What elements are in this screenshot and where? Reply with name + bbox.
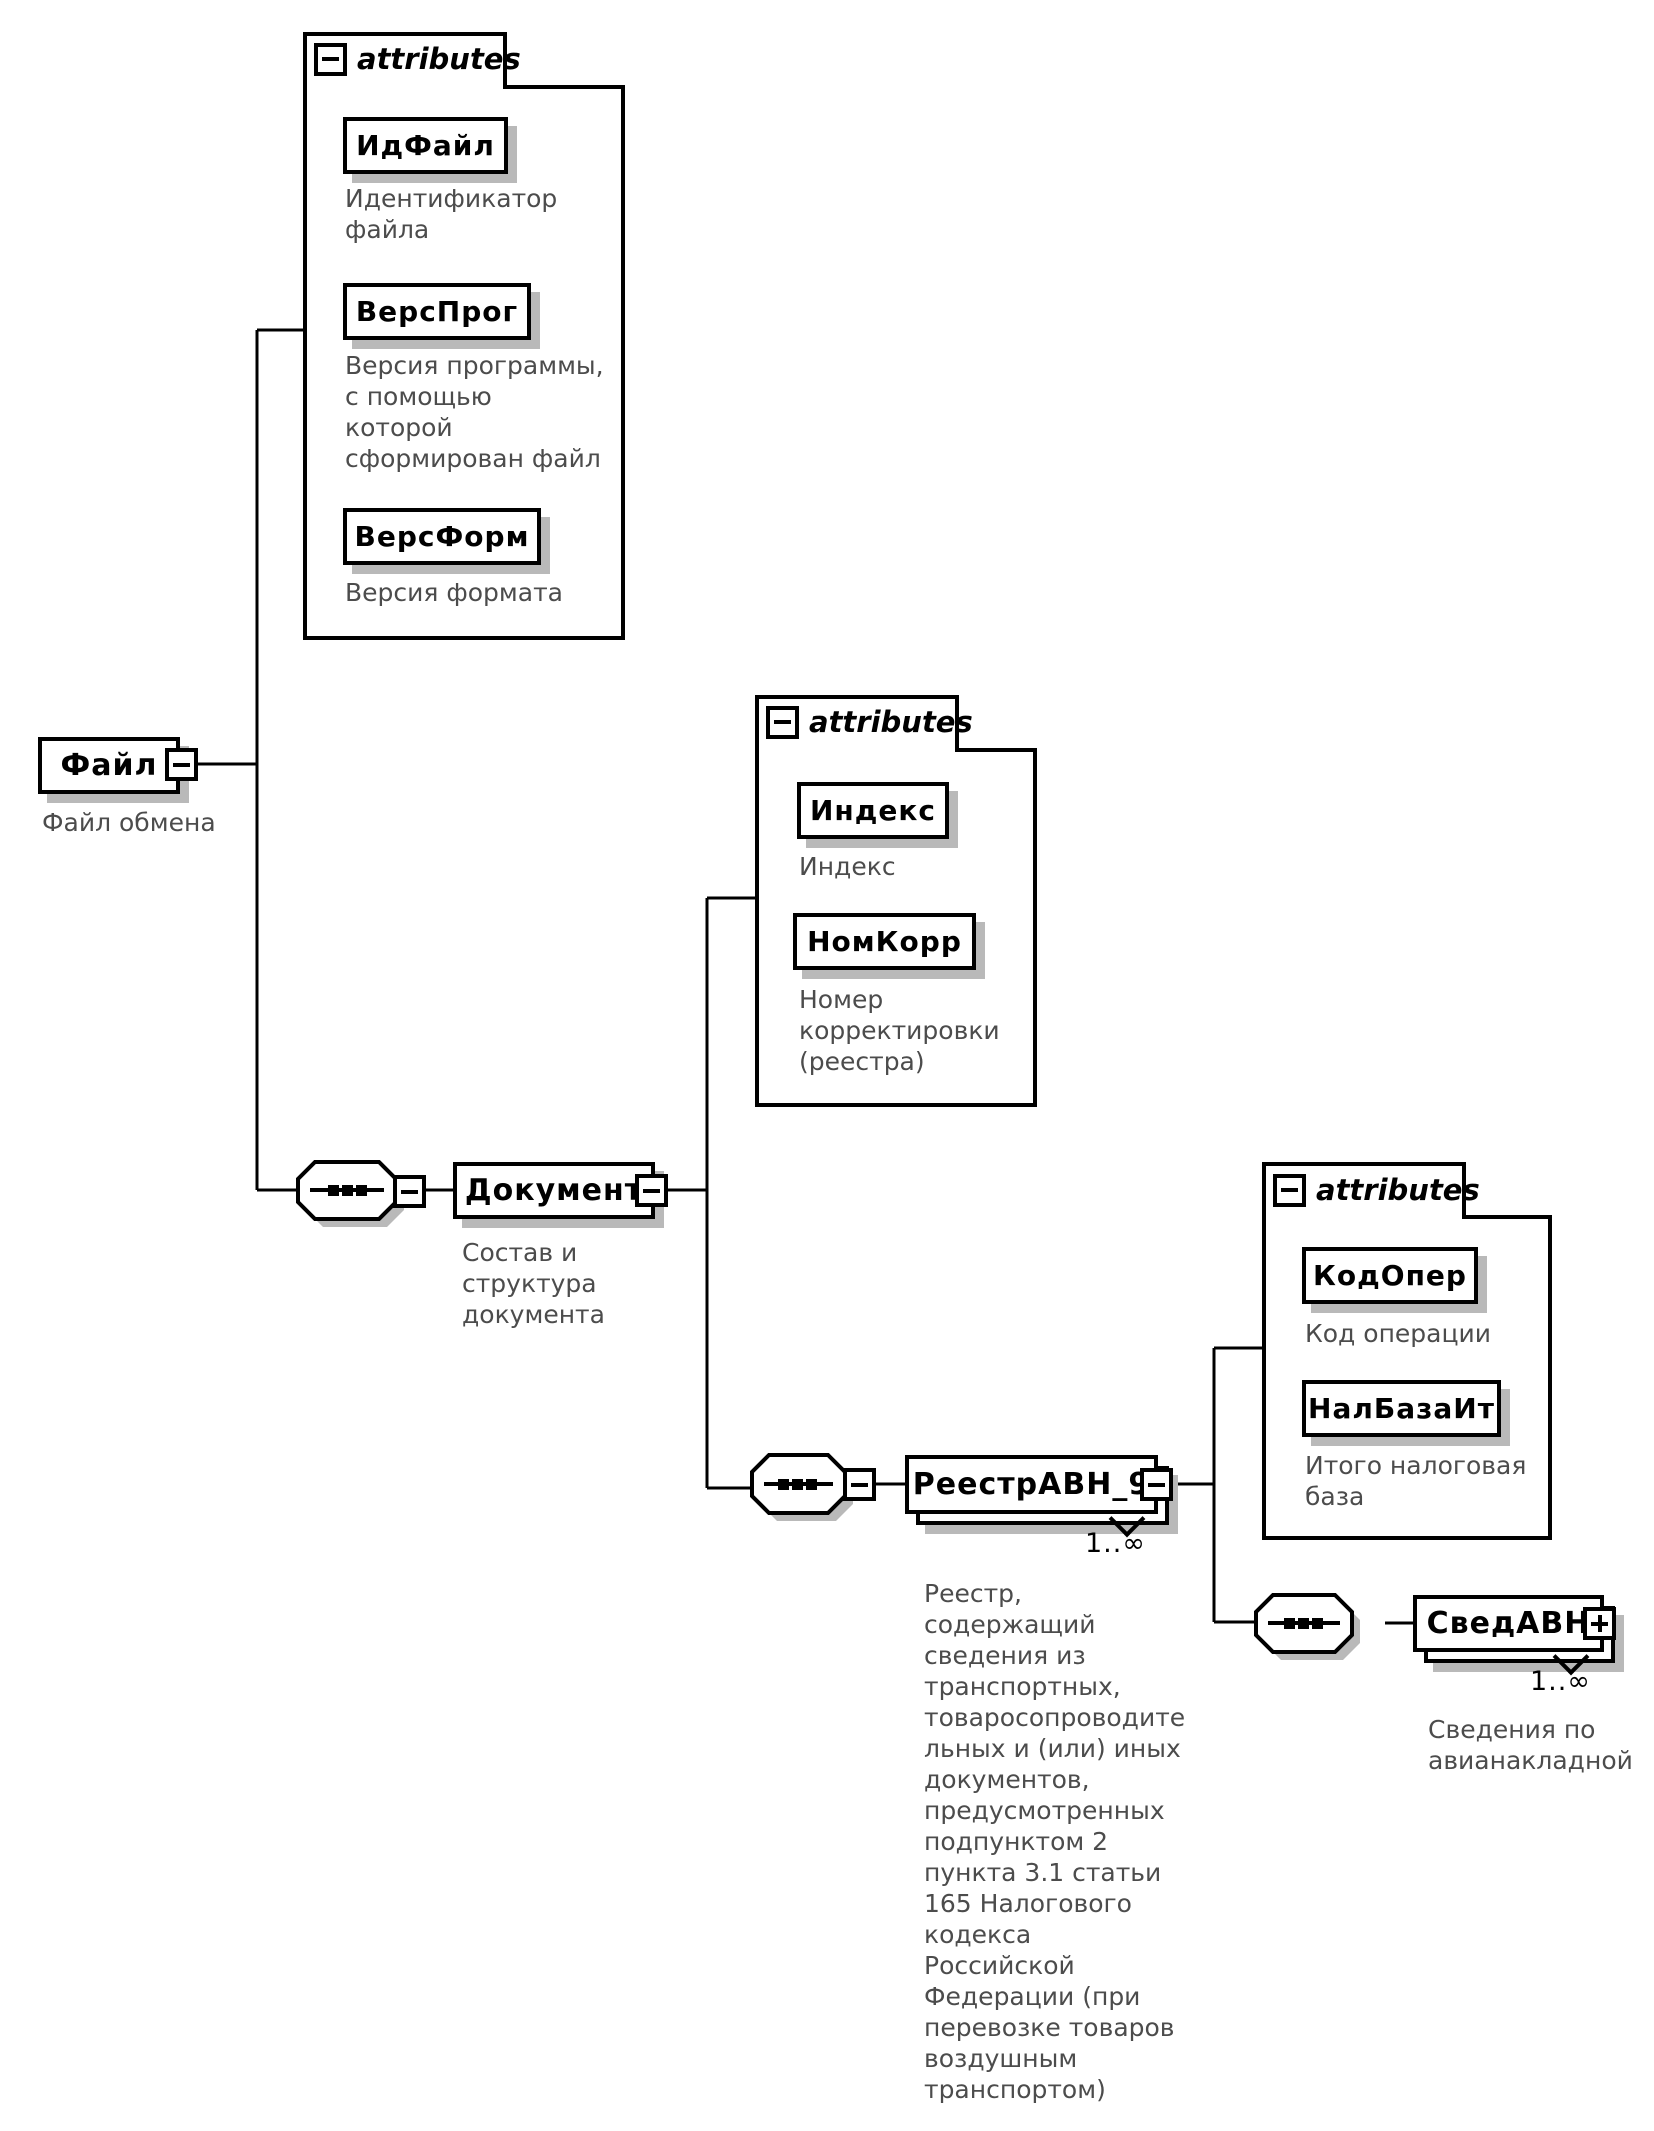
sequence-compositor-document[interactable] [750,1453,853,1521]
node-file[interactable]: Файл [38,737,180,794]
attribute-versform[interactable]: ВерсФорм [343,508,541,565]
node-document-collapse-handle[interactable] [635,1174,668,1207]
node-sved[interactable]: СведАВН [1413,1595,1604,1652]
collapse-minus-icon[interactable] [766,705,799,739]
node-reestr[interactable]: РеестрАВН_9 [905,1455,1158,1514]
node-reestr-annotation: Реестр, содержащий сведения из транспорт… [924,1579,1186,2104]
reestr-attributes-header: attributes [1273,1173,1480,1207]
sequence-glyph-dot [342,1185,353,1196]
sequence-glyph-dot [328,1185,339,1196]
sequence-compositor-reestr[interactable] [1254,1593,1360,1660]
node-sved-cardinality: 1..∞ [1530,1666,1591,1697]
sequence-glyph-dot [806,1479,817,1490]
collapse-minus-icon[interactable] [314,42,347,76]
sequence-file-collapse-handle[interactable] [393,1175,426,1208]
attribute-nomkorr[interactable]: НомКорр [793,913,976,970]
attribute-index-annotation: Индекс [799,852,896,881]
collapse-minus-icon[interactable] [1273,1173,1306,1207]
attribute-idfile-annotation: Идентификатор файла [345,184,558,244]
attribute-versprog[interactable]: ВерсПрог [343,283,531,340]
file-attributes-header: attributes [314,42,521,76]
node-document-annotation: Состав и структура документа [462,1238,605,1329]
sequence-glyph-dot [1312,1618,1323,1629]
node-file-collapse-handle[interactable] [165,748,198,781]
node-file-annotation: Файл обмена [42,808,216,837]
document-attributes-header: attributes [766,705,973,739]
sequence-glyph-dot [792,1479,803,1490]
sequence-glyph-dot [1284,1618,1295,1629]
node-document[interactable]: Документ [453,1162,655,1219]
sequence-glyph-dot [778,1479,789,1490]
attribute-versprog-annotation: Версия программы, с помощью которой сфор… [345,351,604,473]
node-sved-expand-handle[interactable] [1583,1607,1616,1640]
attribute-nalbazait[interactable]: НалБазаИт [1302,1380,1501,1437]
node-sved-annotation: Сведения по авианакладной [1428,1715,1633,1775]
sequence-compositor-file[interactable] [296,1160,404,1227]
attribute-idfile[interactable]: ИдФайл [343,117,508,174]
attribute-index[interactable]: Индекс [797,782,949,839]
attributes-label: attributes [357,42,521,76]
attributes-label: attributes [809,705,973,739]
attributes-label: attributes [1316,1173,1480,1207]
attribute-nomkorr-annotation: Номер корректировки (реестра) [799,985,1000,1076]
node-reestr-cardinality: 1..∞ [1085,1528,1146,1559]
sequence-document-collapse-handle[interactable] [843,1468,876,1501]
connector-lines [198,328,1413,1625]
attribute-kodoper-annotation: Код операции [1305,1319,1491,1348]
attribute-nalbazait-annotation: Итого налоговая база [1305,1451,1527,1511]
attribute-versform-annotation: Версия формата [345,578,563,607]
node-reestr-collapse-handle[interactable] [1140,1468,1173,1501]
attribute-kodoper[interactable]: КодОпер [1302,1247,1478,1304]
sequence-glyph-dot [1298,1618,1309,1629]
sequence-glyph-dot [356,1185,367,1196]
